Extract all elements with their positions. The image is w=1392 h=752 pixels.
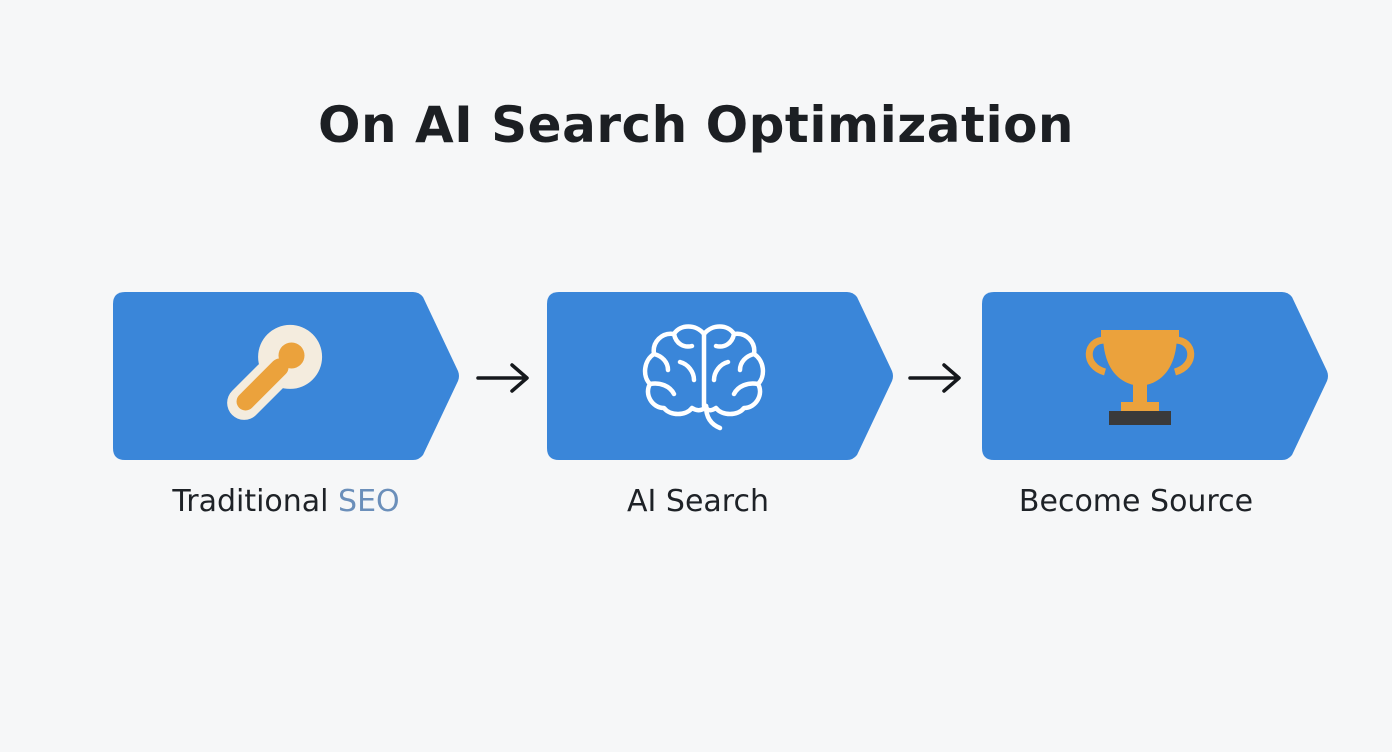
arrow-right-icon (476, 363, 529, 393)
arrow-right-icon (908, 363, 961, 393)
step-become-source (982, 292, 1332, 460)
step-label-accent: SEO (338, 484, 400, 519)
diagram-title: On AI Search Optimization (317, 96, 1075, 154)
step-label-become-source: Become Source (956, 484, 1316, 519)
brain-icon (642, 324, 766, 431)
step-label-ai-search: AI Search (518, 484, 878, 519)
key-icon (227, 324, 323, 420)
step-label-main: Become Source (1018, 484, 1254, 519)
step-traditional-seo (113, 292, 463, 460)
step-ai-search (547, 292, 897, 460)
step-label-traditional-seo: Traditional SEO (106, 484, 466, 519)
trophy-icon (1085, 330, 1195, 425)
step-shape (547, 292, 893, 460)
step-label-main: Traditional (172, 484, 339, 519)
step-label-main: AI Search (627, 484, 769, 519)
